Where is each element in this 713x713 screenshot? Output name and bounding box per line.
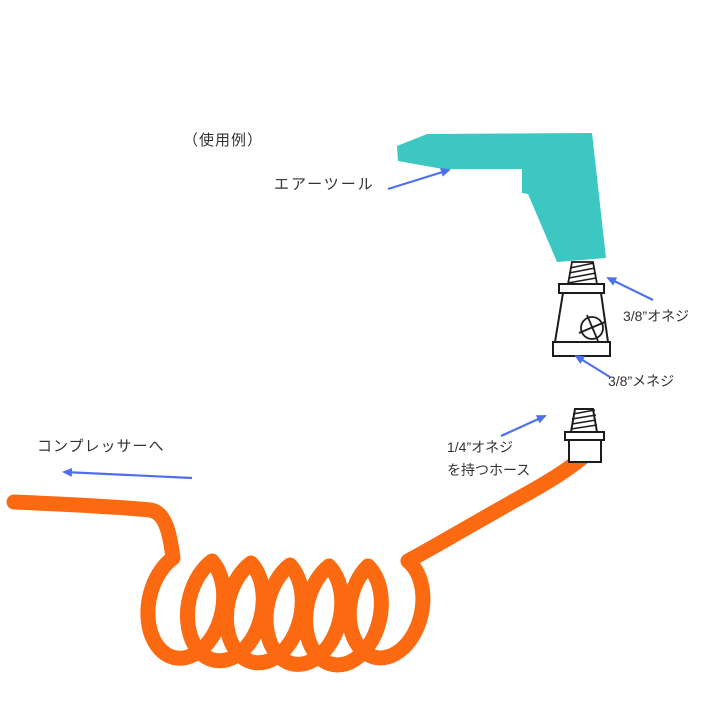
hose-coil [6,450,590,673]
to-compressor-label: コンプレッサーへ [37,438,165,455]
quick-coupler-3-8 [552,261,611,357]
hose-thread-label-line1: 1/4”オネジ [447,439,514,455]
usage-example-label: （使用例） [183,132,264,149]
female-thread-3-8-label: 3/8”メネジ [608,373,675,389]
air-tool-label: エアーツール [274,176,375,193]
male-thread-3-8-label: 3/8”オネジ [623,308,690,324]
hose-thread-label: 1/4”オネジ を持つホース [447,436,530,482]
quarter-fitting-body [568,439,602,463]
arrow-to-compressor [62,467,193,480]
hose-thread-label-line2: を持つホース [447,462,531,478]
coupler-thread-hatch [567,262,597,284]
coupler-female-band [552,341,611,357]
coupler-top-band [558,283,605,294]
quarter-fitting-flange [564,431,605,441]
arrow-air-tool [387,168,451,191]
quarter-thread-hatch [570,409,598,430]
annotation-arrows [62,168,654,480]
air-tool-shape [397,133,606,262]
phillips-cross-icon [578,314,606,342]
arrow-hose-thread-1-4 [500,414,547,438]
hose-fitting-1-4 [564,408,605,463]
arrow-male-thread-3-8 [606,277,654,301]
arrow-female-thread-3-8 [574,354,611,378]
